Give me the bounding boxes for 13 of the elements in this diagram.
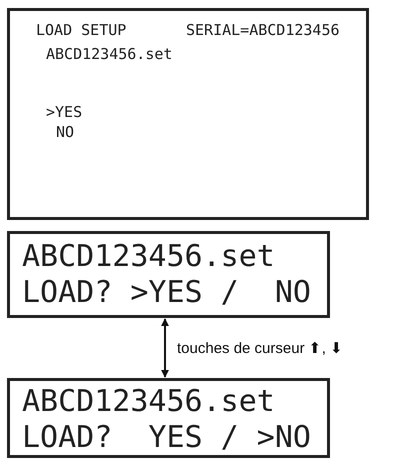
- screen-display: [7, 8, 369, 220]
- display-text: LOAD? YES / >NO: [22, 423, 311, 453]
- display-text: ABCD123456.set: [46, 47, 172, 62]
- display-text: LOAD SETUP: [36, 23, 126, 38]
- display-text: SERIAL=ABCD123456: [186, 23, 340, 38]
- display-text: >YES: [46, 105, 82, 120]
- lcd-display: [7, 378, 330, 458]
- display-text: ABCD123456.set: [22, 387, 275, 417]
- lcd-display: [7, 231, 330, 318]
- display-text: NO: [56, 125, 74, 140]
- display-text: LOAD? >YES / NO: [22, 278, 311, 308]
- display-text: ABCD123456.set: [22, 242, 275, 272]
- double-arrow: [161, 318, 169, 378]
